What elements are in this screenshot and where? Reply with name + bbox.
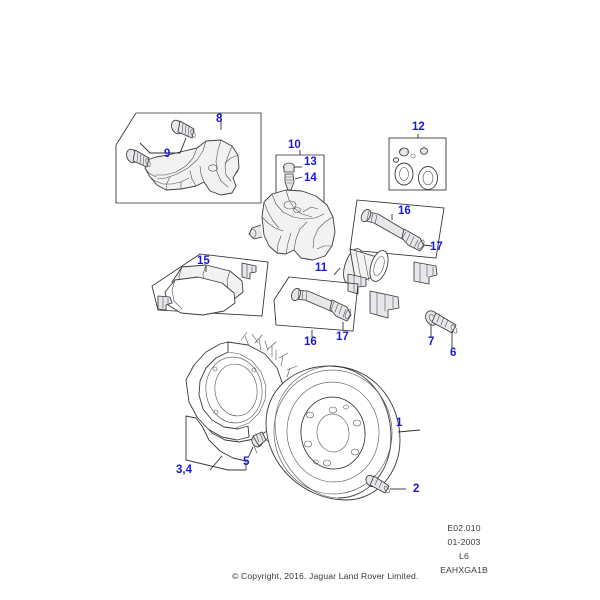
callout-1: 1 [396, 417, 403, 429]
caliper-bolt-group [425, 310, 458, 349]
carrier-bolt-lower [126, 148, 151, 168]
bleed-screw-cap [283, 162, 295, 173]
callout-5: 5 [243, 456, 250, 468]
brake-pad-group [151, 253, 269, 317]
callout-3-4: 3,4 [176, 464, 193, 476]
footer-model-code: L6 [459, 551, 470, 561]
footer-date-code: 01-2003 [447, 537, 481, 547]
callout-13: 13 [304, 156, 317, 168]
callout-16-upper: 16 [398, 205, 411, 217]
carrier-bolt-upper [171, 119, 196, 139]
clip-upper-right [413, 261, 438, 285]
pad-retaining-clips [347, 261, 438, 319]
caliper-housing [248, 189, 336, 261]
footer-part-reference: E02.010 [447, 523, 481, 533]
callout-17-upper: 17 [430, 241, 443, 253]
callout-7: 7 [428, 336, 434, 348]
callout-9: 9 [164, 148, 170, 160]
callout-15: 15 [197, 255, 210, 267]
callout-11: 11 [315, 262, 328, 274]
callout-10: 10 [288, 139, 301, 151]
disc-retaining-screw [365, 474, 406, 494]
guide-pin-boot-upper [401, 228, 425, 252]
callout-8: 8 [216, 113, 223, 125]
brake-disc [265, 365, 421, 501]
callout-2: 2 [413, 483, 419, 495]
seal-repair-kit-group [388, 134, 447, 191]
carrier-bracket-group [115, 112, 262, 204]
pad-clip-topright [241, 262, 257, 280]
pad-clip-left [157, 295, 173, 311]
guide-pin-boot-lower [329, 299, 352, 322]
callout-6: 6 [450, 347, 456, 359]
guide-pin-lower-group [273, 276, 359, 337]
clip-lower-right [369, 290, 400, 319]
guide-pin-upper-group [349, 199, 445, 259]
caliper-group [248, 189, 389, 285]
callout-16-lower: 16 [304, 336, 317, 348]
footer-drawing-code: EAHXGA1B [440, 565, 488, 575]
footer-reference-block: E02.010 01-2003 L6 EAHXGA1B [440, 521, 488, 577]
callout-12: 12 [412, 121, 425, 133]
callout-labels: 1 2 3,4 5 6 7 8 9 10 11 12 13 14 15 16 1… [164, 113, 456, 495]
callout-17-lower: 17 [336, 331, 349, 343]
guide-pin-lower [291, 287, 337, 313]
shield-screw [247, 431, 267, 459]
dust-shield [185, 341, 284, 471]
copyright-notice: © Copyright, 2016. Jaguar Land Rover Lim… [232, 571, 419, 581]
caliper-carrier-bracket [144, 139, 240, 196]
callout-14: 14 [304, 172, 317, 184]
